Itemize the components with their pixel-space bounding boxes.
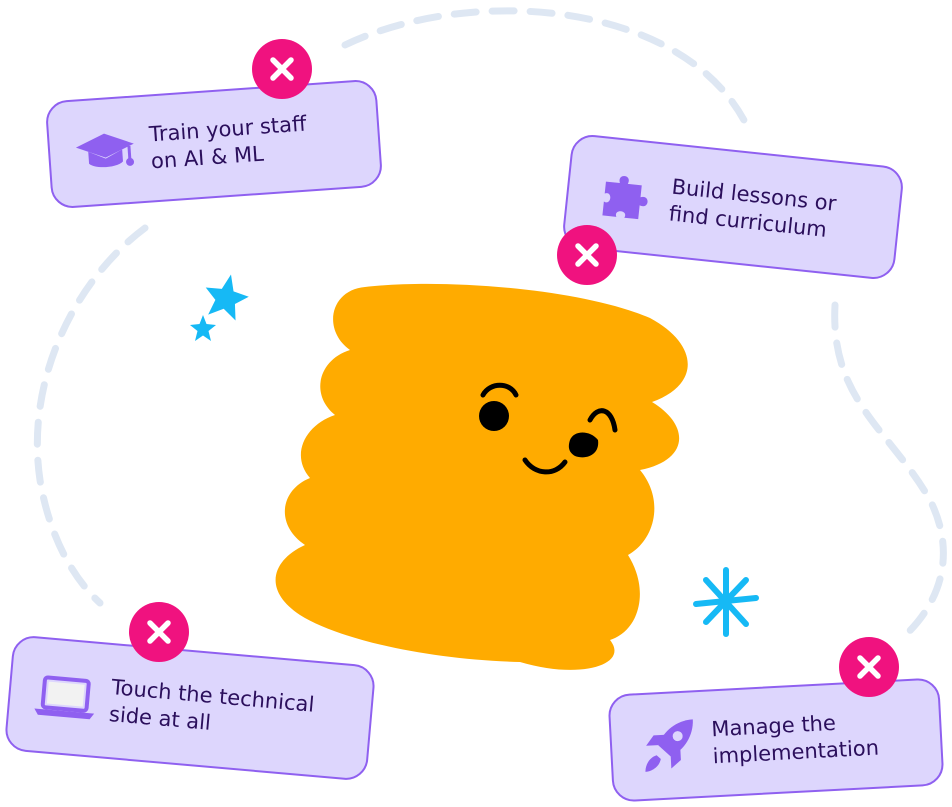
close-icon: [270, 57, 294, 81]
card-manage-implementation[interactable]: Manage the implementation: [607, 677, 945, 803]
remove-touch-technical-button[interactable]: [129, 602, 189, 662]
mascot-body: [275, 283, 688, 670]
star-icon: [190, 315, 216, 341]
remove-manage-implementation-button[interactable]: [839, 637, 899, 697]
close-icon: [575, 243, 599, 267]
card-touch-technical[interactable]: Touch the technical side at all: [3, 634, 377, 782]
close-icon: [857, 655, 881, 679]
star-icon: [205, 274, 249, 321]
laptop-icon: [29, 672, 103, 722]
card-label: Build lessons or find curriculum: [667, 174, 838, 242]
mascot-face: [480, 382, 618, 475]
remove-build-lessons-button[interactable]: [557, 225, 617, 285]
card-label: Touch the technical side at all: [108, 675, 316, 735]
card-label: Manage the implementation: [710, 710, 880, 769]
sparkle-icon: [693, 567, 759, 637]
close-icon: [147, 620, 171, 644]
puzzle-piece-icon: [594, 167, 659, 225]
graduation-cap-icon: [69, 129, 142, 174]
rocket-icon: [633, 715, 706, 777]
card-label: Train your staff on AI & ML: [148, 111, 308, 174]
remove-train-staff-button[interactable]: [252, 39, 312, 99]
card-train-staff[interactable]: Train your staff on AI & ML: [44, 78, 384, 210]
card-build-lessons[interactable]: Build lessons or find curriculum: [560, 132, 906, 282]
